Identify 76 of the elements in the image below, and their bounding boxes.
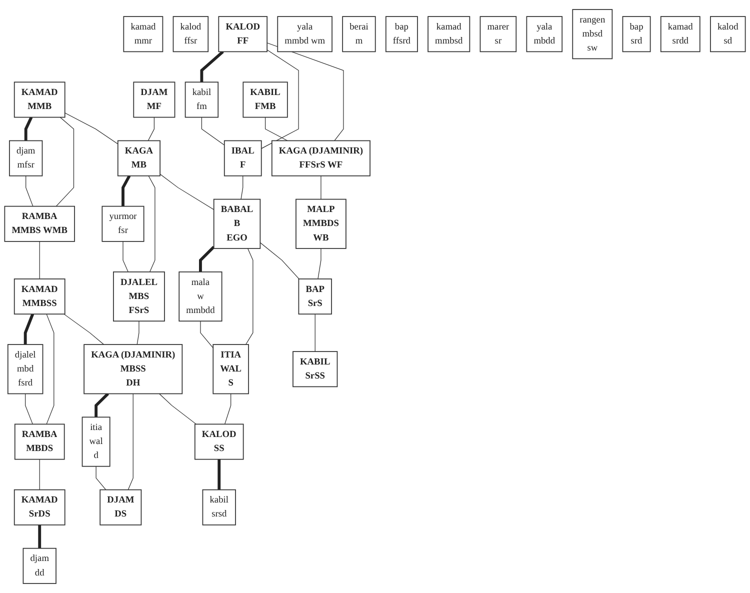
connector [122, 241, 128, 272]
node-box: KAGA (DJAMINIR) MBSS DH [84, 344, 183, 394]
connector [261, 50, 299, 149]
node-box: berai m [342, 16, 376, 52]
node-box: BABAL B EGO [213, 198, 261, 249]
node-box: KAGA (DJAMINIR) FFSrS WF [271, 140, 370, 176]
connector [159, 393, 196, 424]
connector [148, 176, 156, 272]
connector [240, 176, 244, 200]
connector [200, 50, 224, 82]
connector [64, 314, 104, 345]
node-box: bap srd [622, 16, 651, 52]
connector [122, 175, 131, 206]
node-box: RAMBA MMBS WMB [4, 206, 75, 242]
connector [96, 466, 106, 490]
node-box: KABIL FMB [242, 82, 288, 118]
connector [160, 174, 214, 210]
node-box: yala mmbd wm [277, 16, 332, 52]
node-box: KAMAD MMBSS [14, 278, 66, 314]
node-box: DJAM DS [100, 489, 142, 526]
node-box: kalod sd [710, 16, 746, 52]
connector [200, 320, 214, 348]
connector [56, 116, 74, 207]
node-box: yala mbdd [526, 16, 563, 52]
node-box: KAMAD MMB [14, 82, 66, 118]
connector [260, 242, 300, 280]
connector [218, 459, 221, 490]
node-box: rangen mbsd sw [572, 9, 613, 60]
node-box: kabil srsd [202, 489, 236, 526]
node-box: RAMBA MBDS [14, 424, 65, 460]
connector [266, 42, 344, 141]
node-box: KALOD SS [194, 424, 244, 460]
connector [38, 524, 42, 548]
connector [224, 393, 232, 424]
node-box: KABIL SrSS [292, 351, 338, 388]
node-box: marer sr [480, 16, 517, 52]
node-box: bap ffsrd [385, 16, 418, 52]
connector [136, 320, 140, 345]
connector [39, 459, 40, 490]
node-box: BAP SrS [298, 278, 332, 314]
connector [199, 246, 215, 272]
node-box: yurmor fsr [102, 206, 144, 242]
node-box: IBAL F [224, 140, 262, 176]
connector [39, 241, 40, 280]
connector [25, 393, 33, 424]
node-box: KAGA MB [117, 140, 160, 176]
node-box: djalel mbd fsrd [7, 344, 44, 394]
connector [128, 393, 134, 490]
node-box: kalod ffsr [172, 16, 209, 52]
connector [64, 112, 118, 144]
node-box: djam dd [22, 548, 56, 584]
node-box: KAMAD SrDS [14, 489, 66, 526]
node-box: DJALEL MBS FSrS [113, 271, 165, 322]
connector [314, 314, 316, 352]
connector [94, 392, 110, 418]
node-box: kamad mmbsd [428, 16, 470, 52]
connector [46, 314, 54, 424]
connector [26, 176, 34, 207]
connector [148, 116, 154, 141]
node-box: kamad srdd [660, 16, 700, 52]
node-box: mala w mmbdd [178, 271, 222, 322]
connector [265, 116, 288, 141]
connector [318, 248, 322, 280]
node-box: ITIA WAL S [212, 344, 249, 394]
node-box: kabil fm [184, 82, 219, 118]
connector [246, 248, 254, 345]
connector [24, 314, 34, 345]
node-box: KALOD FF [218, 16, 268, 52]
connector [24, 116, 33, 141]
node-box: DJAM MF [133, 82, 176, 118]
connector [201, 116, 225, 146]
connector [320, 176, 322, 200]
node-box: kamad mmr [123, 16, 164, 52]
node-box: djam mfsr [9, 140, 43, 176]
node-box: MALP MMBDS WB [296, 198, 346, 249]
node-box: itia wal d [82, 416, 110, 467]
